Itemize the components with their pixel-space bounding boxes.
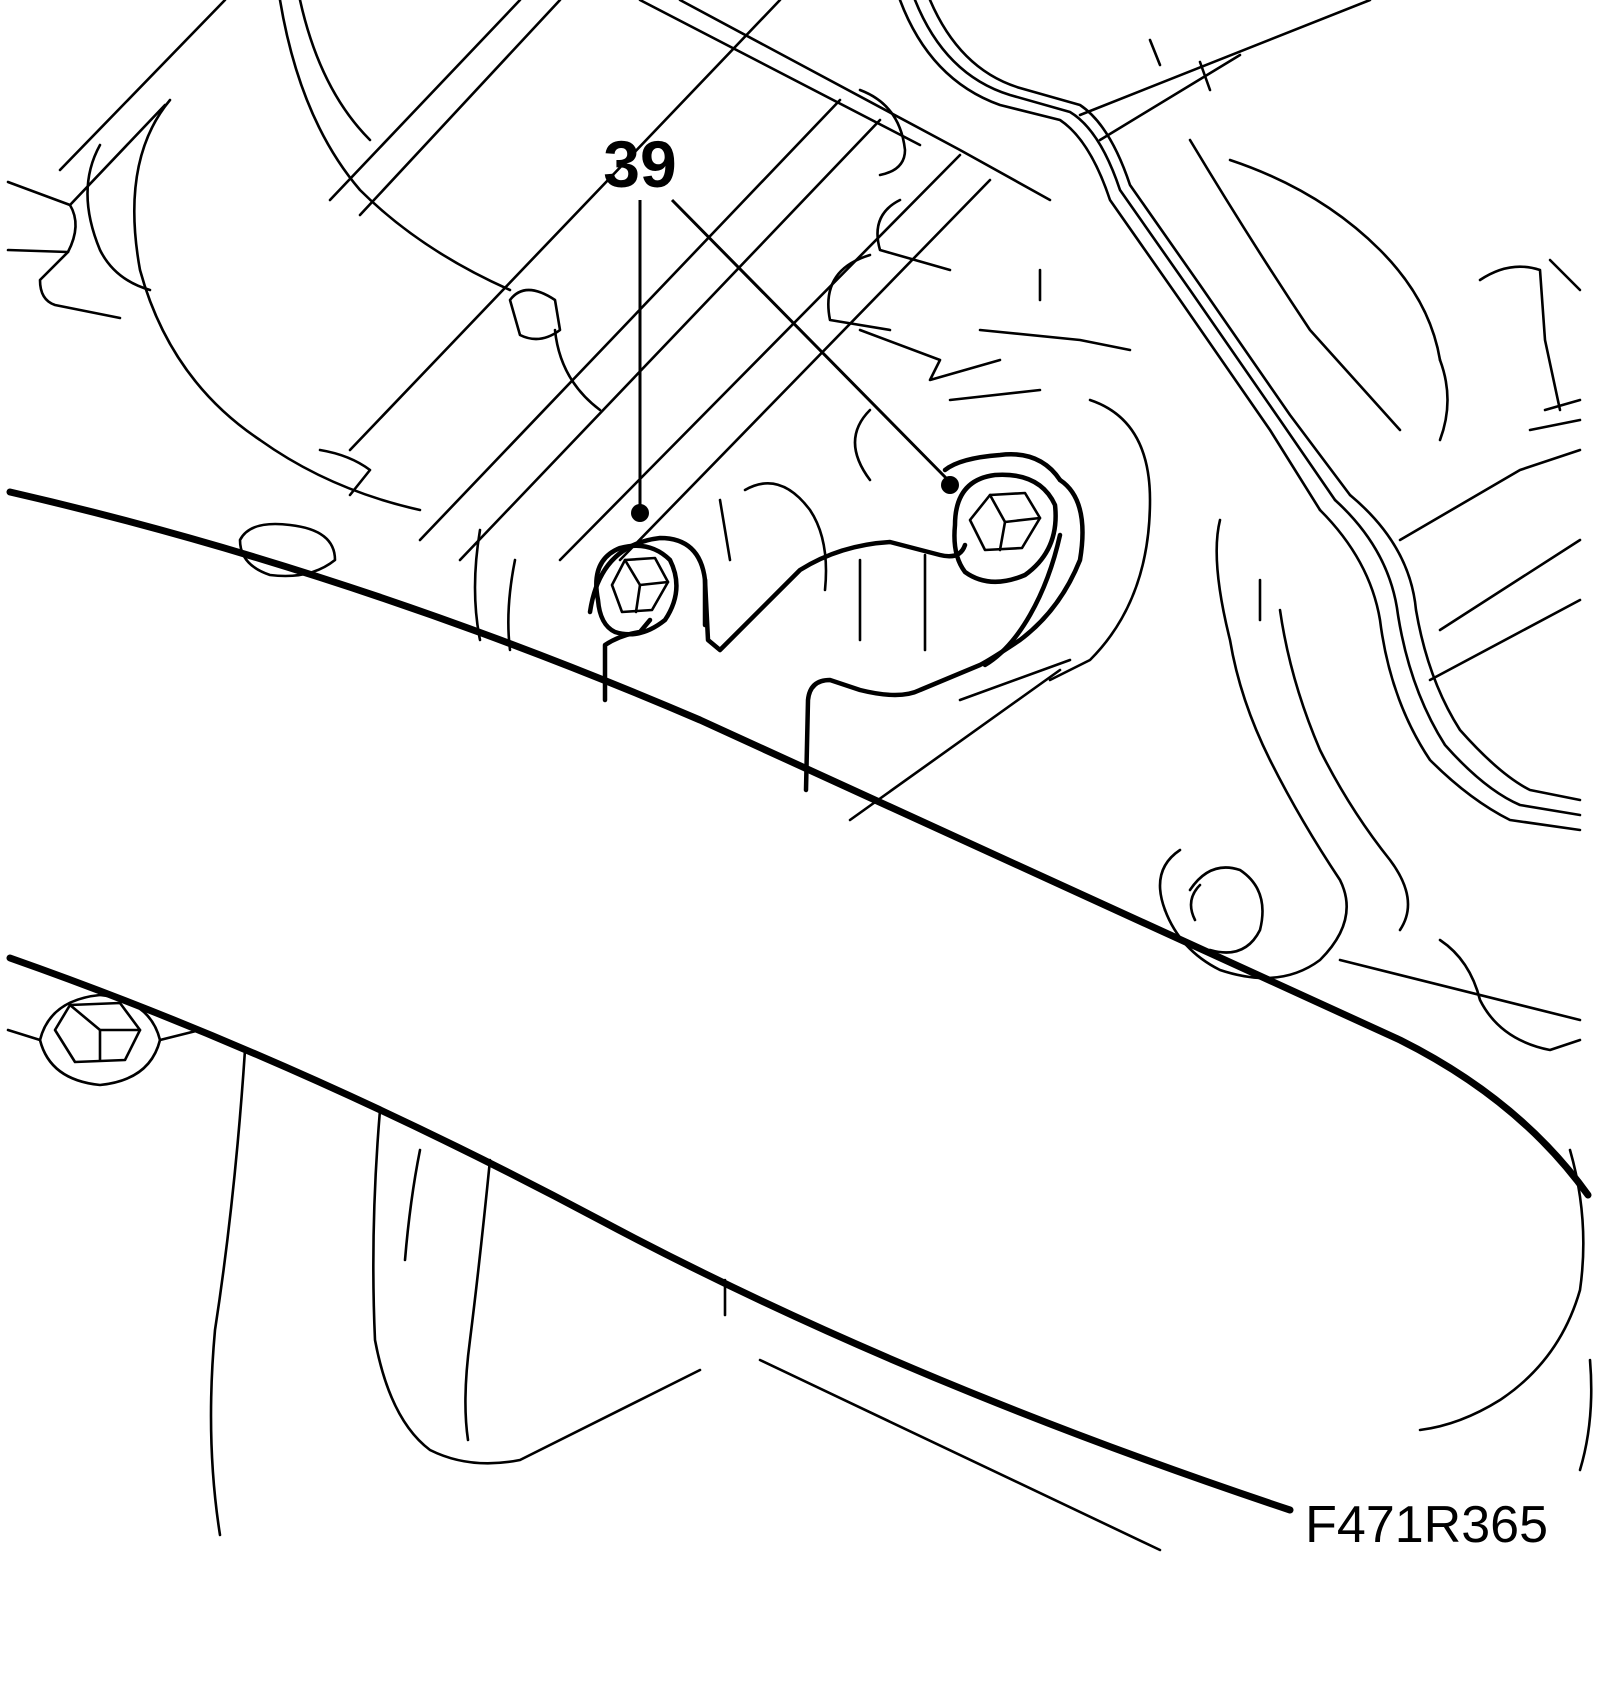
bolt-left: [594, 543, 679, 637]
callout-number: 39: [603, 127, 676, 201]
leader-dot-left: [631, 504, 649, 522]
leader-line-right: [670, 198, 952, 484]
subframe-beam: [6, 488, 1592, 1514]
figure-code: F471R365: [1305, 1496, 1548, 1554]
bolt-right: [952, 472, 1058, 585]
leader-dot-right: [941, 476, 959, 494]
callout-39: 39: [603, 127, 959, 522]
background-structure: [6, 0, 1593, 1552]
